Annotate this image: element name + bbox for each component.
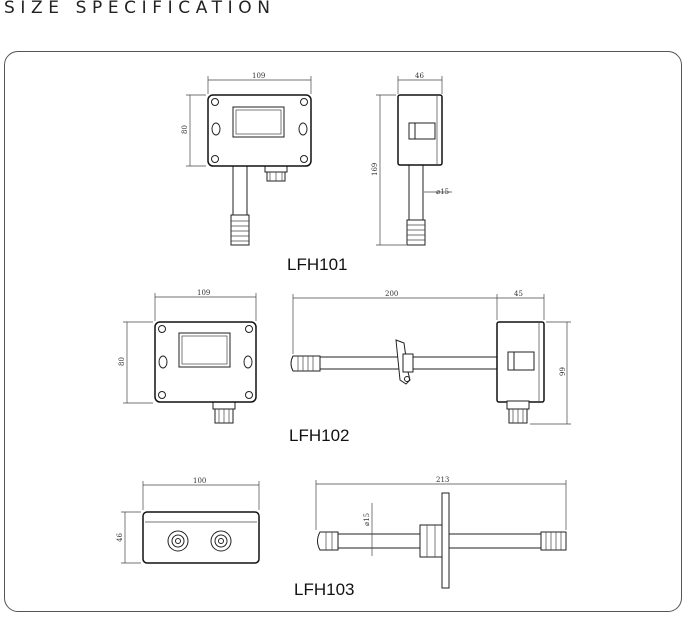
lfh102-label: LFH102 [289, 426, 349, 445]
lfh101-side-view: 46 169 ⌀15 [371, 72, 452, 246]
lfh101-front-view: 109 80 [181, 72, 312, 246]
lfh102-depth-dim: 45 [514, 290, 523, 298]
page-heading: SIZE SPECIFICATION [4, 0, 276, 18]
lfh101-length-dim: 169 [371, 163, 379, 176]
lfh102-front-view: 109 80 [118, 289, 257, 424]
lfh103-width-dim: 100 [193, 477, 206, 485]
lfh103-probe-dim: ⌀15 [363, 513, 371, 526]
lfh101-label: LFH101 [287, 255, 347, 274]
lfh103-length-dim: 213 [436, 476, 449, 484]
lfh101-probe-dim: ⌀15 [436, 188, 449, 196]
lfh103-probe-view: 213 ⌀15 [315, 476, 567, 589]
lfh103-height-dim: 46 [116, 533, 124, 542]
lfh101-height-dim: 80 [181, 125, 189, 134]
lfh103-box-view: 100 46 [116, 477, 260, 564]
lfh101-width-dim: 109 [252, 72, 265, 80]
lfh102-height-dim: 80 [118, 357, 126, 366]
spec-panel [4, 51, 682, 612]
lfh103-label: LFH103 [294, 580, 354, 599]
lfh102-side-view: 200 45 99 [290, 290, 571, 425]
lfh102-length-dim: 200 [385, 290, 398, 298]
lfh102-width-dim: 109 [197, 289, 210, 297]
lfh101-depth-dim: 46 [415, 72, 424, 80]
lfh102-side-height-dim: 99 [559, 367, 567, 376]
